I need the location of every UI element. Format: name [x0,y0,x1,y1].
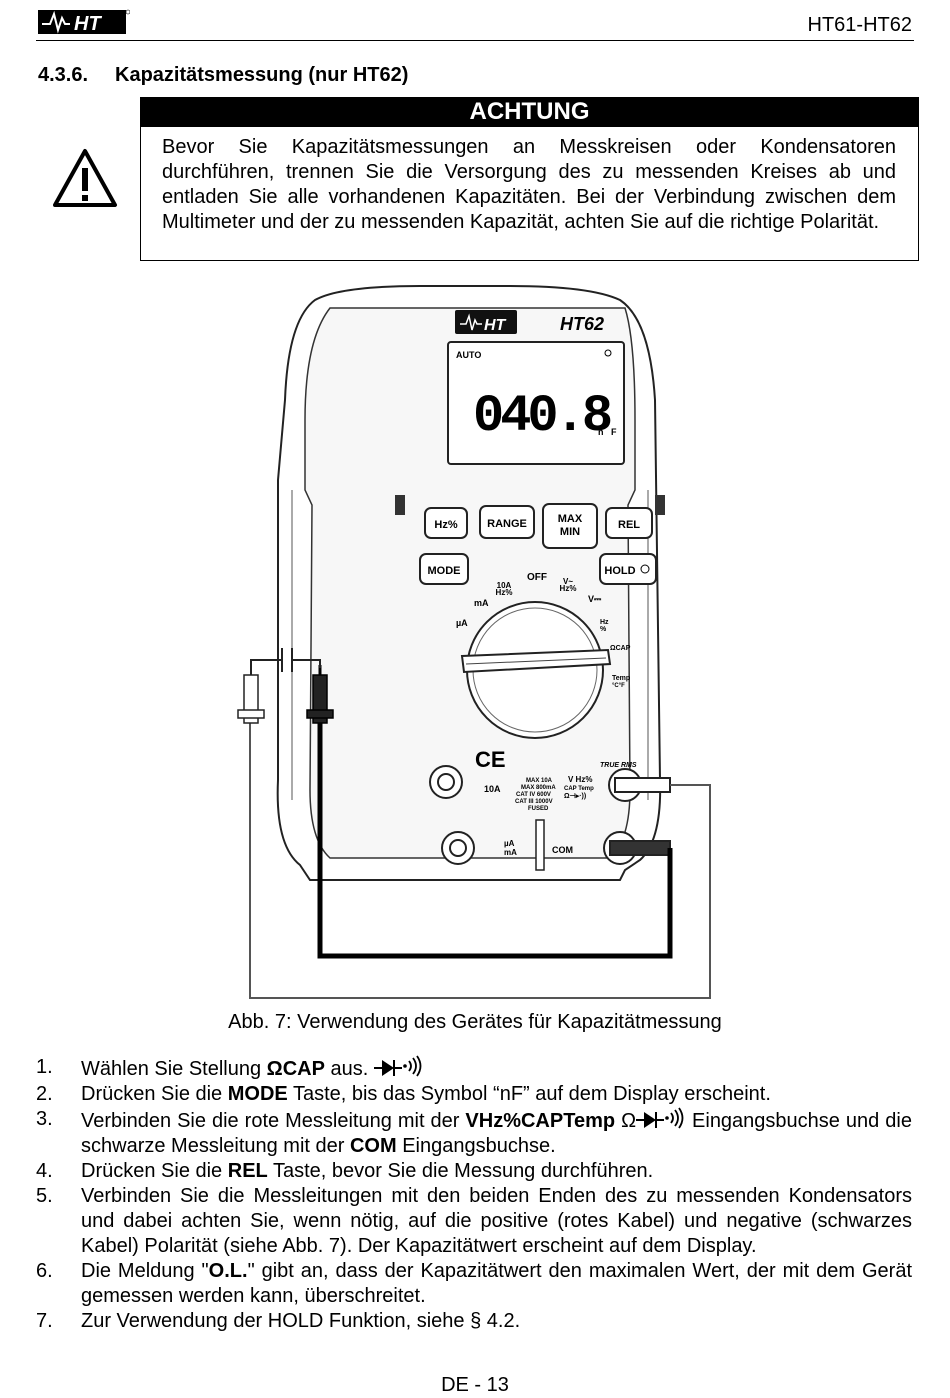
page-number: DE - 13 [441,1374,509,1396]
red-probe [237,665,265,724]
jack-10a-label: 10A [484,784,501,794]
capacitor-symbol [250,648,321,672]
dial-ua: µA [456,618,468,628]
svg-text:%: % [600,626,607,633]
svg-text:ΩCAP: ΩCAP [610,645,631,652]
list-item: 6.Die Meldung "O.L." gibt an, dass der K… [36,1260,912,1307]
lcd-unit-f: F [611,427,617,437]
dial-ma: mA [474,598,489,608]
figure-caption: Abb. 7: Verwendung des Gerätes für Kapaz… [228,1011,722,1033]
svg-text:CE: CE [475,747,506,772]
jack-10a[interactable] [429,765,463,799]
svg-text:MAX 10A: MAX 10A [526,778,553,784]
button-rel-label: REL [618,519,640,531]
diode-buzzer-icon [636,1107,684,1129]
model-name: HT61-HT62 [807,14,912,36]
figure-model: HT62 [560,314,604,334]
jack-com[interactable] [603,831,671,865]
rotary-dial[interactable] [460,601,612,739]
svg-text:Hz%: Hz% [496,588,513,597]
svg-text:Ω⊣▸·)): Ω⊣▸·)) [564,792,586,800]
button-rel[interactable]: REL [605,507,653,539]
diode-buzzer-icon [373,1055,422,1077]
svg-text:°C°F: °C°F [612,683,625,689]
svg-text:CAT III 1000V: CAT III 1000V [515,799,553,805]
multimeter-figure: HT HT62 AUTO 040.8 n F Hz% RANGE MAX MIN… [230,280,720,1002]
button-hz-label: Hz% [434,519,457,531]
list-item: 2.Drücken Sie die MODE Taste, bis das Sy… [36,1083,771,1105]
button-hz[interactable]: Hz% [424,507,468,539]
jack-ua-ma[interactable] [441,831,475,865]
lcd-auto: AUTO [456,350,481,360]
list-item: 7.Zur Verwendung der HOLD Funktion, sieh… [36,1310,521,1332]
svg-text:Hz%: Hz% [560,584,577,593]
instruction-list: 1.Wählen Sie Stellung ΩCAP aus. 2.Drücke… [36,1055,912,1334]
list-item: 3.Verbinden Sie die rote Messleitung mit… [36,1107,912,1157]
warning-box [140,127,919,261]
svg-text:10A: 10A [497,581,512,590]
svg-text:Temp: Temp [612,675,630,682]
header-rule [36,40,914,41]
list-item: 1.Wählen Sie Stellung ΩCAP aus. [36,1055,912,1082]
svg-text:V Hz%: V Hz% [568,775,592,784]
lcd-display [447,341,625,465]
ohm-symbol: Ω [621,1110,637,1132]
svg-text:CAP Temp: CAP Temp [564,786,594,792]
section-number: 4.3.6. [38,64,89,86]
list-item: 5.Verbinden Sie die Messleitungen mit de… [36,1185,912,1257]
svg-text:µA: µA [504,839,515,848]
red-lead-wire [249,700,711,999]
warning-triangle-icon [52,148,118,208]
warning-text: Bevor Sie Kapazitätsmessungen an Messkre… [162,136,896,233]
button-range[interactable]: RANGE [479,505,535,539]
svg-text:MAX: MAX [558,513,583,525]
svg-text:FUSED: FUSED [528,806,549,812]
svg-text:Hz: Hz [600,619,609,626]
figure-logo: HT [484,317,507,334]
svg-text:V~: V~ [563,577,573,586]
button-hold-label: HOLD [604,565,635,577]
svg-text:MIN: MIN [560,526,580,538]
dial-off: OFF [527,572,547,583]
warning-title: ACHTUNG [140,97,919,127]
jack-v-hz-cap[interactable] [608,768,671,802]
logo-text: HT [74,13,102,35]
svg-text:CAT IV 600V: CAT IV 600V [516,792,551,798]
button-mode[interactable]: MODE [419,553,469,585]
section-heading: 4.3.6. Kapazitätsmessung (nur HT62) [38,64,408,87]
button-range-label: RANGE [487,518,527,530]
section-title: Kapazitätsmessung (nur HT62) [115,64,409,86]
svg-text:MAX 800mA: MAX 800mA [521,785,556,791]
svg-text:V⎓: V⎓ [588,594,602,604]
button-mode-label: MODE [428,565,461,577]
button-hold[interactable]: HOLD [599,553,657,585]
black-lead-wire [317,710,673,959]
list-item: 4.Drücken Sie die REL Taste, bevor Sie d… [36,1160,654,1182]
svg-text:mA: mA [504,848,517,857]
lcd-unit-n: n [598,427,604,437]
lcd-reading: 040.8 [473,387,611,446]
jack-com-label: COM [552,845,573,855]
ht-logo: HT [38,8,131,36]
true-rms: TRUE RMS [600,762,637,769]
button-maxmin[interactable]: MAX MIN [542,503,598,549]
